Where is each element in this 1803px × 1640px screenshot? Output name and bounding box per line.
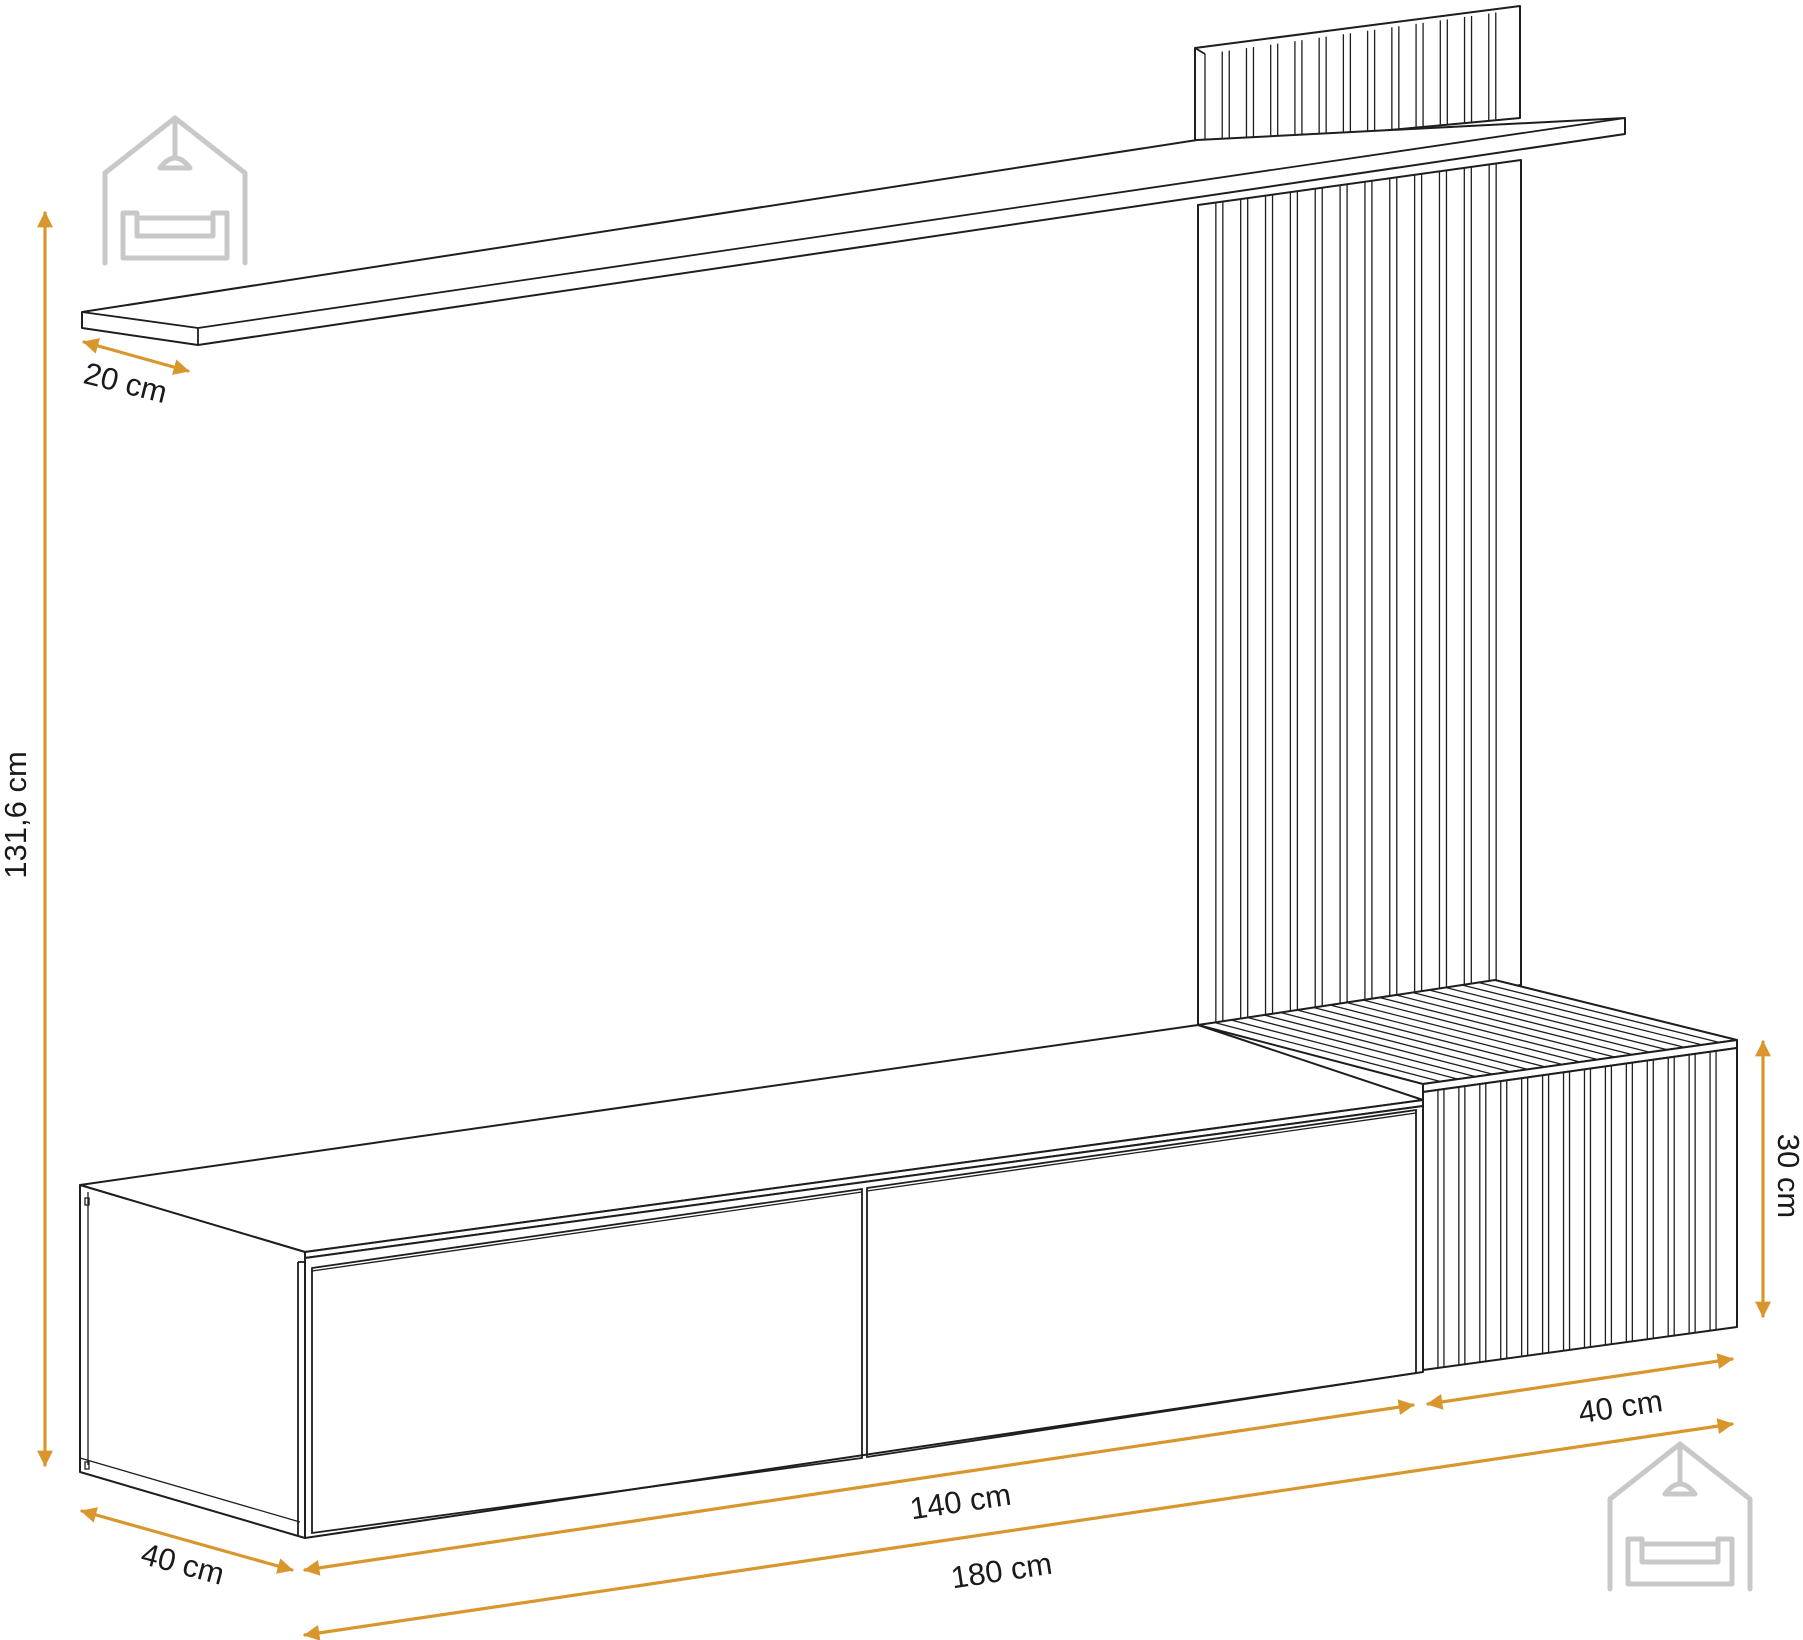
slat-line — [1478, 981, 1720, 1044]
slat-line — [1395, 994, 1633, 1056]
slat-line — [1428, 989, 1668, 1051]
dimension-total-width: 180 cm — [303, 1418, 1734, 1640]
slat-line — [1280, 1011, 1511, 1073]
dimension-shelf-depth: 20 cm — [80, 338, 190, 410]
slat-line — [1313, 1006, 1546, 1068]
side-slatted-unit — [1422, 1047, 1738, 1372]
slat-line — [1346, 1001, 1581, 1063]
house-sofa-logo-icon — [102, 115, 248, 266]
slat-line — [1230, 1019, 1459, 1080]
total-width-label: 180 cm — [949, 1546, 1055, 1596]
slat-line — [1445, 986, 1685, 1048]
cabinet-width-label: 140 cm — [908, 1477, 1014, 1527]
slat-line — [1247, 1016, 1476, 1078]
cabinet-depth-label: 40 cm — [137, 1536, 228, 1592]
slat-line — [1362, 999, 1598, 1061]
wall-shelf — [81, 117, 1626, 346]
slat-line — [1461, 984, 1703, 1046]
tv-cabinet — [79, 1024, 1424, 1539]
slat-line — [1494, 979, 1738, 1041]
slat-line — [1214, 1021, 1441, 1083]
dimension-side-width: 40 cm — [1426, 1353, 1734, 1430]
dimension-side-height: 30 cm — [1755, 1040, 1803, 1318]
slat-line — [1329, 1004, 1563, 1066]
house-sofa-logo-icon — [1607, 1441, 1753, 1592]
side-height-label: 30 cm — [1771, 1134, 1803, 1218]
slat-line — [1379, 996, 1616, 1058]
slatted-wall-panel — [1197, 159, 1522, 1026]
slat-line — [1263, 1014, 1493, 1075]
side-width-label: 40 cm — [1576, 1383, 1665, 1430]
height-label: 131,6 cm — [0, 751, 33, 879]
slat-line — [1197, 1024, 1424, 1085]
slatted-upper-panel — [1194, 5, 1521, 149]
slat-line — [1296, 1009, 1528, 1070]
dimension-height: 131,6 cm — [0, 211, 53, 1467]
side-unit-top — [1197, 979, 1738, 1093]
slat-line — [1412, 991, 1650, 1053]
